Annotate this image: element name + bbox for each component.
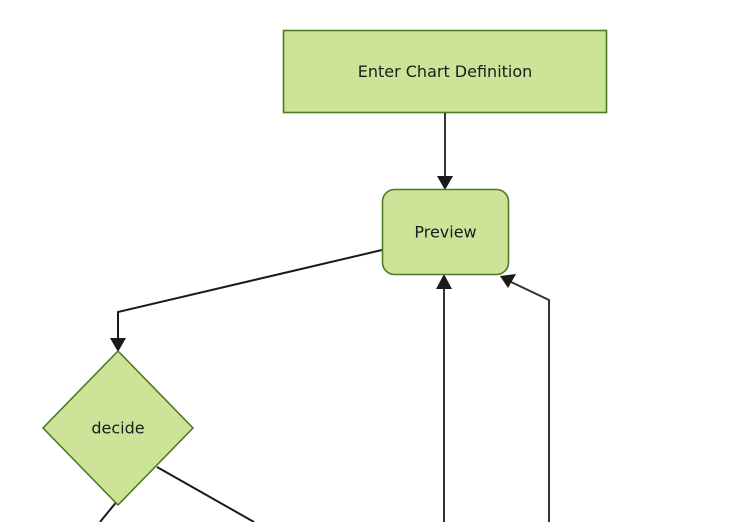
node-layer: Enter Chart Definition Preview decide <box>41 29 608 507</box>
node-decide[interactable]: decide <box>41 349 195 507</box>
edge-bottom-right-to-preview[interactable] <box>500 274 550 522</box>
edge-enter-to-preview[interactable] <box>437 113 453 190</box>
edge-layer <box>99 113 550 522</box>
node-decide-label: decide <box>91 419 144 438</box>
edge-preview-to-decide[interactable] <box>110 249 383 352</box>
node-enter-chart-definition-shape <box>282 29 608 114</box>
edge-decide-to-bottom-right-line <box>156 466 255 522</box>
arrow-head-icon <box>436 274 452 289</box>
edge-bottom-right-to-preview-line <box>508 280 550 522</box>
arrow-head-icon <box>437 176 453 190</box>
edge-preview-to-decide-line <box>117 249 383 344</box>
edge-decide-to-bottom-left-line <box>99 499 119 522</box>
node-enter-chart-definition[interactable]: Enter Chart Definition <box>282 29 608 114</box>
node-preview[interactable]: Preview <box>381 188 510 276</box>
edge-decide-to-bottom-right[interactable] <box>156 466 255 522</box>
node-enter-chart-definition-label: Enter Chart Definition <box>358 62 533 81</box>
arrow-head-icon <box>500 274 516 288</box>
edge-bottom-center-to-preview[interactable] <box>436 274 452 522</box>
node-decide-shape <box>41 349 195 507</box>
node-preview-shape <box>381 188 510 276</box>
edge-decide-to-bottom-left[interactable] <box>99 499 119 522</box>
arrow-head-icon <box>110 338 126 352</box>
node-preview-label: Preview <box>414 223 476 242</box>
